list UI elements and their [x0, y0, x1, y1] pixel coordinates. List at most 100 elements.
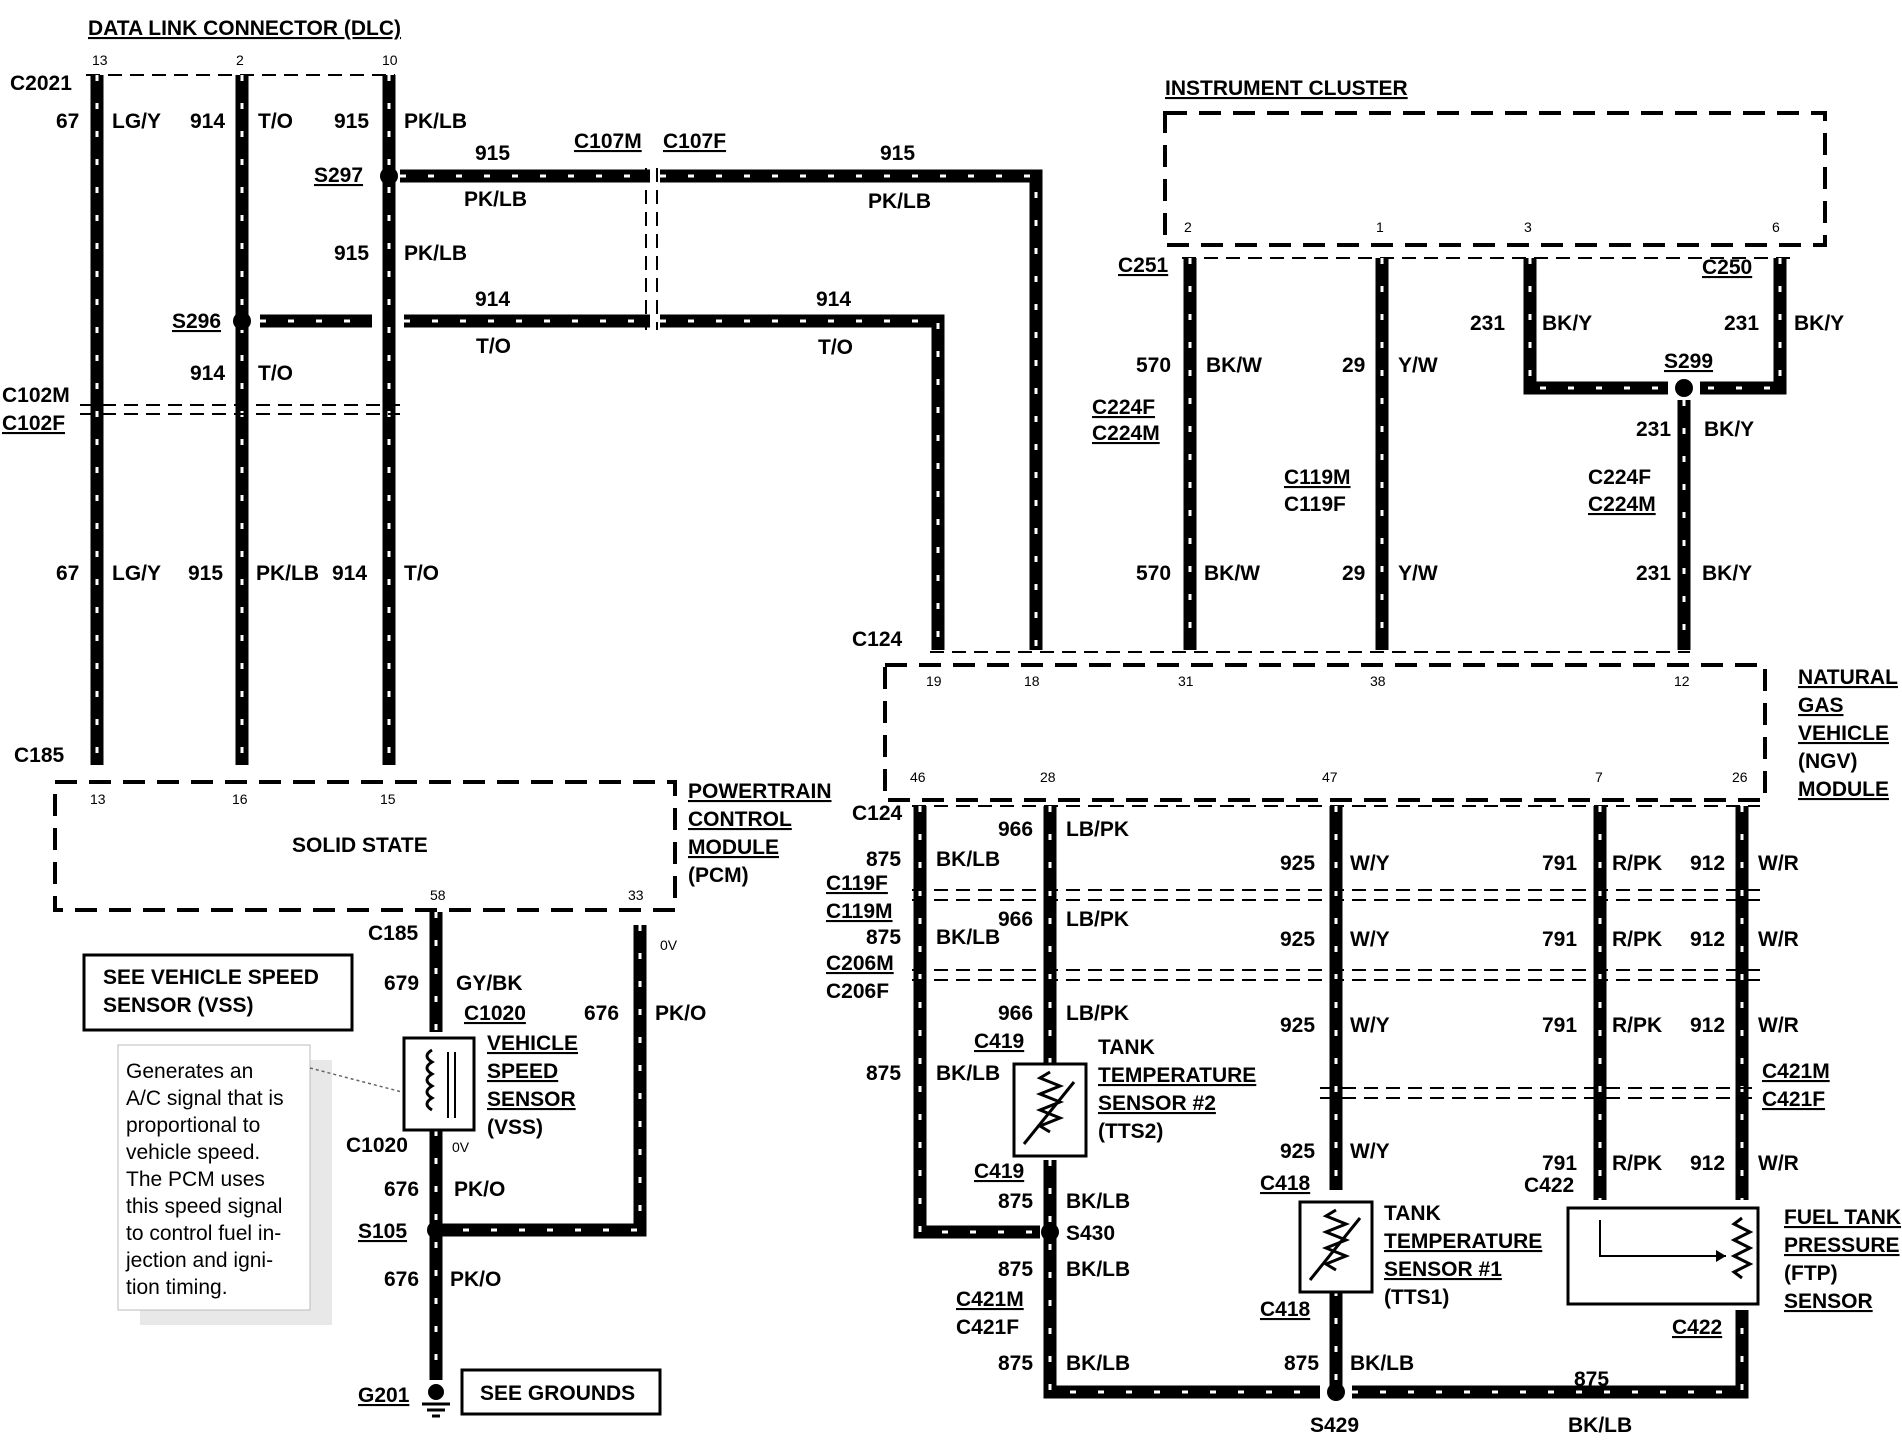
dlc-pin-13: 13: [92, 52, 108, 68]
pcm-title-1: POWERTRAIN: [688, 780, 832, 803]
see-vss-line1[interactable]: SEE VEHICLE SPEED: [103, 966, 319, 989]
note-line-7: to control fuel in-: [126, 1222, 281, 1245]
ngv-title-3: VEHICLE: [1798, 722, 1889, 745]
pcm-module-box: [53, 780, 677, 912]
tts1-title-3: SENSOR #1: [1384, 1258, 1502, 1281]
c185-bottom-label: C185: [368, 922, 419, 945]
see-vss-box[interactable]: [82, 953, 354, 1032]
c421m-a-label: C421M: [956, 1288, 1024, 1311]
c421m-b-label: C421M: [1762, 1060, 1830, 1083]
wire-912-d: 912: [1690, 1152, 1725, 1175]
wire-875-c: 875: [866, 1062, 901, 1085]
wire-to-d: T/O: [404, 562, 439, 585]
note-text: Generates an A/C signal that is proporti…: [125, 1060, 284, 1299]
c102f-label: C102F: [2, 412, 65, 435]
ngv-pin-12: 12: [1674, 673, 1690, 689]
ngv-pin-19: 19: [926, 673, 942, 689]
note-line-8: jection and igni-: [125, 1249, 273, 1272]
wire-67-a: 67: [56, 110, 79, 133]
wire-914-d: 914: [332, 562, 367, 585]
wire-925-d: 925: [1280, 1140, 1315, 1163]
wire-yw-b: Y/W: [1398, 562, 1438, 585]
wire-925-a: 925: [1280, 852, 1315, 875]
wire-bky-c: BK/Y: [1704, 418, 1754, 441]
s296-label: S296: [172, 310, 221, 333]
c224m-a-label: C224M: [1092, 422, 1160, 445]
wire-bklb-g: BK/LB: [1350, 1352, 1414, 1375]
s105-label: S105: [358, 1220, 407, 1243]
c422-a-label: C422: [1524, 1174, 1574, 1197]
ngv-title-4: (NGV): [1798, 750, 1858, 773]
wire-gybk: GY/BK: [456, 972, 523, 995]
pcm-title-4: (PCM): [688, 864, 749, 887]
s296-splice: [233, 312, 251, 330]
c421f-b-label: C421F: [1762, 1088, 1825, 1111]
ftp-title-3: (FTP): [1784, 1262, 1838, 1285]
ngv-title-5: MODULE: [1798, 778, 1889, 801]
ngv-pin-28: 28: [1040, 769, 1056, 785]
wire-to-e: T/O: [818, 336, 853, 359]
pcm-output-wires: [429, 912, 647, 1380]
ftp-resistor-icon: [1730, 1216, 1754, 1280]
c224f-b-label: C224F: [1588, 466, 1651, 489]
note-box: [117, 1044, 311, 1311]
wire-bky-a: BK/Y: [1542, 312, 1592, 335]
wire-875-h: 875: [1574, 1368, 1609, 1391]
tts2-title-2: TEMPERATURE: [1098, 1064, 1256, 1087]
tts2-title-1: TANK: [1098, 1036, 1155, 1059]
wire-912-c: 912: [1690, 1014, 1725, 1037]
instrument-cluster-title: INSTRUMENT CLUSTER: [1165, 77, 1408, 100]
s299-label: S299: [1664, 350, 1713, 373]
wire-915-c: 915: [334, 242, 369, 265]
wire-lgy-a: LG/Y: [112, 110, 161, 133]
tts2-title-4: (TTS2): [1098, 1120, 1163, 1143]
wire-wy-b: W/Y: [1350, 928, 1390, 951]
c107m-label: C107M: [574, 130, 642, 153]
tts2-resistor-icon: [1035, 1070, 1065, 1134]
c124-bottom-label: C124: [852, 802, 903, 825]
see-grounds-label[interactable]: SEE GROUNDS: [480, 1382, 635, 1405]
c224f-a-label: C224F: [1092, 396, 1155, 419]
note-line-4: vehicle speed.: [126, 1141, 260, 1164]
s430-label: S430: [1066, 1222, 1115, 1245]
wire-875-e: 875: [998, 1258, 1033, 1281]
c124-top-label: C124: [852, 628, 903, 651]
dlc-pin-10: 10: [382, 52, 398, 68]
wire-wr-a: W/R: [1758, 852, 1799, 875]
note-line-9: tion timing.: [126, 1276, 228, 1299]
wire-bklb-a: BK/LB: [936, 848, 1000, 871]
wire-lbpk-a: LB/PK: [1066, 818, 1129, 841]
dlc-title: DATA LINK CONNECTOR (DLC): [88, 17, 401, 40]
s105-splice: [427, 1221, 445, 1239]
wire-914-e: 914: [816, 288, 851, 311]
wire-wy-a: W/Y: [1350, 852, 1390, 875]
wire-875-a: 875: [866, 848, 901, 871]
wire-rpk-a: R/PK: [1612, 852, 1662, 875]
note-line-1: Generates an: [126, 1060, 253, 1083]
wire-791-d: 791: [1542, 1152, 1577, 1175]
wire-bkw-b: BK/W: [1204, 562, 1260, 585]
s297-splice: [380, 167, 398, 185]
pcm-pin-13: 13: [90, 791, 106, 807]
c1020-bottom-label: C1020: [346, 1134, 408, 1157]
wire-pklb-c: PK/LB: [404, 242, 467, 265]
wire-bky-b: BK/Y: [1794, 312, 1844, 335]
vss-title-2: SPEED: [487, 1060, 558, 1083]
c107f-label: C107F: [663, 130, 726, 153]
wire-pko-b: PK/O: [454, 1178, 505, 1201]
wire-bklb-d: BK/LB: [1066, 1190, 1130, 1213]
c102m-label: C102M: [2, 384, 70, 407]
pcm-solid-state: SOLID STATE: [292, 834, 428, 857]
wire-bklb-b: BK/LB: [936, 926, 1000, 949]
ftp-arrow-icon: [1716, 1250, 1726, 1262]
wire-wr-d: W/R: [1758, 1152, 1799, 1175]
c418-a-label: C418: [1260, 1172, 1311, 1195]
ngv-pin-31: 31: [1178, 673, 1194, 689]
see-vss-line2[interactable]: SENSOR (VSS): [103, 994, 254, 1017]
c250-label: C250: [1702, 256, 1752, 279]
wire-lbpk-b: LB/PK: [1066, 908, 1129, 931]
pcm-pin-58: 58: [430, 887, 446, 903]
see-grounds-box[interactable]: [460, 1368, 662, 1416]
ftp-signal-path: [1599, 1220, 1726, 1257]
wire-875-b: 875: [866, 926, 901, 949]
